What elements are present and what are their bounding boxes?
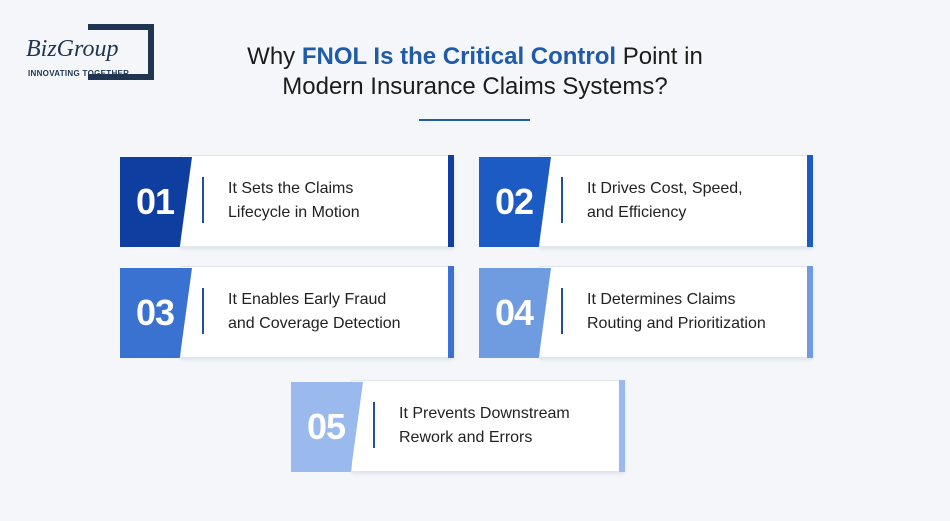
title-highlight: FNOL Is the Critical Control [301,43,617,70]
title-prefix: Why [247,43,302,70]
card-separator [373,402,375,448]
card-accent [807,155,813,247]
card-02: 02 It Drives Cost, Speed, and Efficiency [479,155,813,247]
card-accent [448,155,454,247]
card-text-line-1: It Enables Early Fraud [228,291,387,308]
card-number: 04 [479,268,551,358]
card-04: 04 It Determines Claims Routing and Prio… [479,266,813,358]
card-text-line-1: It Sets the Claims [228,180,354,197]
card-body [351,380,625,472]
card-text-line-1: It Determines Claims [587,291,736,308]
card-text: It Drives Cost, Speed, and Efficiency [587,177,807,225]
card-body [539,155,813,247]
card-text-line-2: and Coverage Detection [228,315,401,332]
card-separator [202,177,204,223]
card-separator [561,288,563,334]
card-accent [619,380,625,472]
card-01: 01 It Sets the Claims Lifecycle in Motio… [120,155,454,247]
bizgroup-logo: BizGroup INNOVATING TOGETHER [22,24,156,84]
page-title: Why FNOL Is the Critical Control Point i… [0,42,950,102]
card-body [180,155,454,247]
card-separator [202,288,204,334]
card-number: 02 [479,157,551,247]
card-number: 05 [291,382,363,472]
card-text-line-2: Routing and Prioritization [587,315,766,332]
card-text-line-1: It Drives Cost, Speed, [587,180,743,197]
card-text: It Enables Early Fraud and Coverage Dete… [228,288,448,336]
card-05: 05 It Prevents Downstream Rework and Err… [291,380,625,472]
card-text-line-1: It Prevents Downstream [399,405,570,422]
title-line-2: Modern Insurance Claims Systems? [282,73,668,100]
title-line-1: Why FNOL Is the Critical Control Point i… [0,42,950,72]
card-text-line-2: Lifecycle in Motion [228,204,360,221]
card-body [539,266,813,358]
card-separator [561,177,563,223]
card-text-line-2: Rework and Errors [399,429,533,446]
card-number: 01 [120,157,192,247]
card-accent [807,266,813,358]
card-accent [448,266,454,358]
card-number: 03 [120,268,192,358]
card-text: It Prevents Downstream Rework and Errors [399,402,619,450]
card-body [180,266,454,358]
card-03: 03 It Enables Early Fraud and Coverage D… [120,266,454,358]
logo-tagline: INNOVATING TOGETHER [28,69,130,78]
logo-frame-icon [88,24,154,80]
title-suffix: Point in [616,43,703,70]
card-text-line-2: and Efficiency [587,204,687,221]
card-text: It Determines Claims Routing and Priorit… [587,288,807,336]
title-divider [419,119,530,121]
card-text: It Sets the Claims Lifecycle in Motion [228,177,448,225]
logo-name: BizGroup [26,36,119,62]
